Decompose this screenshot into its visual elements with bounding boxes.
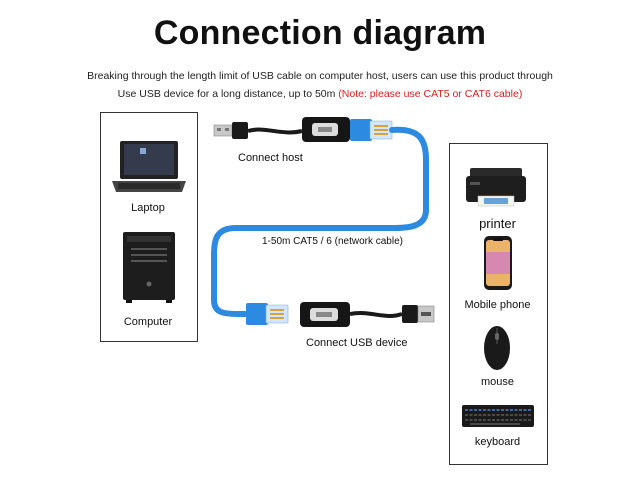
- computer-icon: [123, 232, 175, 303]
- mouse-icon: [484, 326, 510, 370]
- cable-label: 1-50m CAT5 / 6 (network cable): [262, 236, 403, 247]
- mobile-phone-label: Mobile phone: [464, 299, 531, 311]
- keyboard-icon: [462, 405, 534, 427]
- network-cable: [211, 126, 429, 317]
- usb-plug-host-icon: [213, 122, 248, 139]
- description-line-1: Breaking through the length limit of USB…: [87, 70, 553, 82]
- rj45-plug-device-icon: [246, 303, 289, 325]
- laptop-icon: [112, 141, 186, 192]
- device-adapter-icon: [300, 302, 350, 327]
- diagram-title: Connection diagram: [153, 14, 487, 52]
- computer-label: Computer: [123, 316, 173, 328]
- host-adapter-icon: [302, 117, 350, 142]
- description-text: Use USB device for a long distance, up t…: [117, 88, 336, 100]
- connect-usb-device-label: Connect USB device: [306, 337, 408, 349]
- mobile-phone-icon: [484, 236, 512, 290]
- usb-socket-device-icon: [402, 305, 435, 323]
- printer-icon: [466, 168, 526, 207]
- laptop-label: Laptop: [131, 202, 165, 214]
- rj45-plug-host-icon: [350, 119, 393, 141]
- keyboard-label: keyboard: [474, 436, 521, 448]
- mouse-label: mouse: [480, 376, 515, 388]
- cable-note: (Note: please use CAT5 or CAT6 cable): [338, 88, 523, 100]
- printer-label: printer: [479, 216, 516, 231]
- connect-host-label: Connect host: [238, 152, 303, 164]
- description-line-2: Use USB device for a long distance, up t…: [0, 88, 640, 100]
